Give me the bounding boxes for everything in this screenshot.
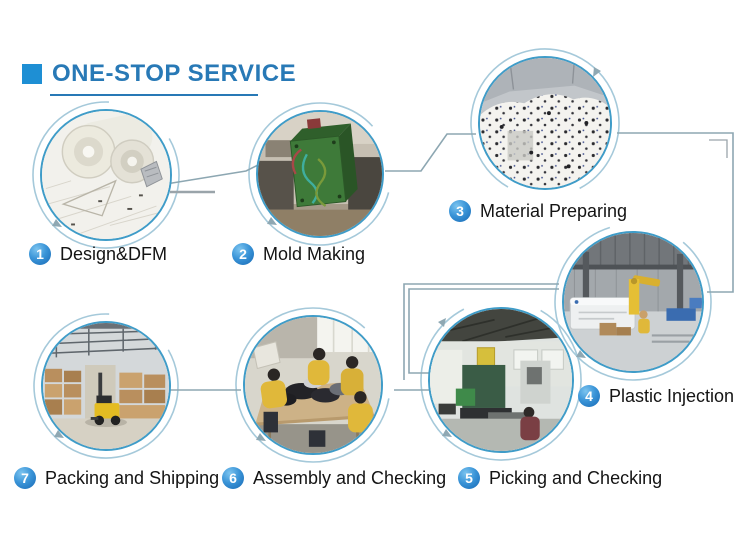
title-bullet-square-icon xyxy=(22,64,42,84)
title-underline xyxy=(50,94,258,96)
connector-step4-step5-inner xyxy=(408,288,559,374)
step-1: 1 Design&DFM xyxy=(29,243,167,265)
step-3: 3 Material Preparing xyxy=(449,200,627,222)
plastic-pellets-hopper-photo xyxy=(478,56,612,190)
connector-step4-step5-outer xyxy=(403,283,559,380)
step-6-number-badge: 6 xyxy=(222,467,244,489)
page-title: ONE-STOP SERVICE xyxy=(52,60,297,87)
step-5-label: Picking and Checking xyxy=(489,467,663,488)
cnc-picking-workshop-photo xyxy=(428,307,574,453)
step-3-number-badge: 3 xyxy=(449,200,471,222)
assembly-table-workers-photo xyxy=(243,315,383,455)
connector-step2-step3 xyxy=(385,133,476,172)
warehouse-forklift-photo xyxy=(41,321,171,451)
blueprint-rolls-photo xyxy=(40,109,172,241)
step-7-label: Packing and Shipping xyxy=(45,467,220,488)
step-1-label: Design&DFM xyxy=(60,243,168,264)
step-2: 2 Mold Making xyxy=(232,243,365,265)
step-6-label: Assembly and Checking xyxy=(253,467,447,488)
step-5: 5 Picking and Checking xyxy=(458,467,662,489)
green-mold-block-photo xyxy=(256,110,384,238)
step-5-number-badge: 5 xyxy=(458,467,480,489)
section-title: ONE-STOP SERVICE xyxy=(22,60,296,88)
step-4-label: Plastic Injection xyxy=(609,385,735,406)
flow-arrowhead-icons xyxy=(52,67,601,441)
step-7-number-badge: 7 xyxy=(14,467,36,489)
step-1-number-badge: 1 xyxy=(29,243,51,265)
step-3-label: Material Preparing xyxy=(480,200,628,221)
step-6: 6 Assembly and Checking xyxy=(222,467,446,489)
step-4: 4 Plastic Injection xyxy=(578,385,734,407)
injection-molding-workshop-photo xyxy=(562,231,704,373)
connector-corner-decoration xyxy=(709,139,728,158)
step-2-number-badge: 2 xyxy=(232,243,254,265)
connector-step3-step4 xyxy=(617,132,734,293)
connector-step1-step2 xyxy=(165,162,263,185)
step-7: 7 Packing and Shipping xyxy=(14,467,219,489)
step-2-label: Mold Making xyxy=(263,243,366,264)
circle-arc-decorations xyxy=(32,48,712,463)
step-4-number-badge: 4 xyxy=(578,385,600,407)
